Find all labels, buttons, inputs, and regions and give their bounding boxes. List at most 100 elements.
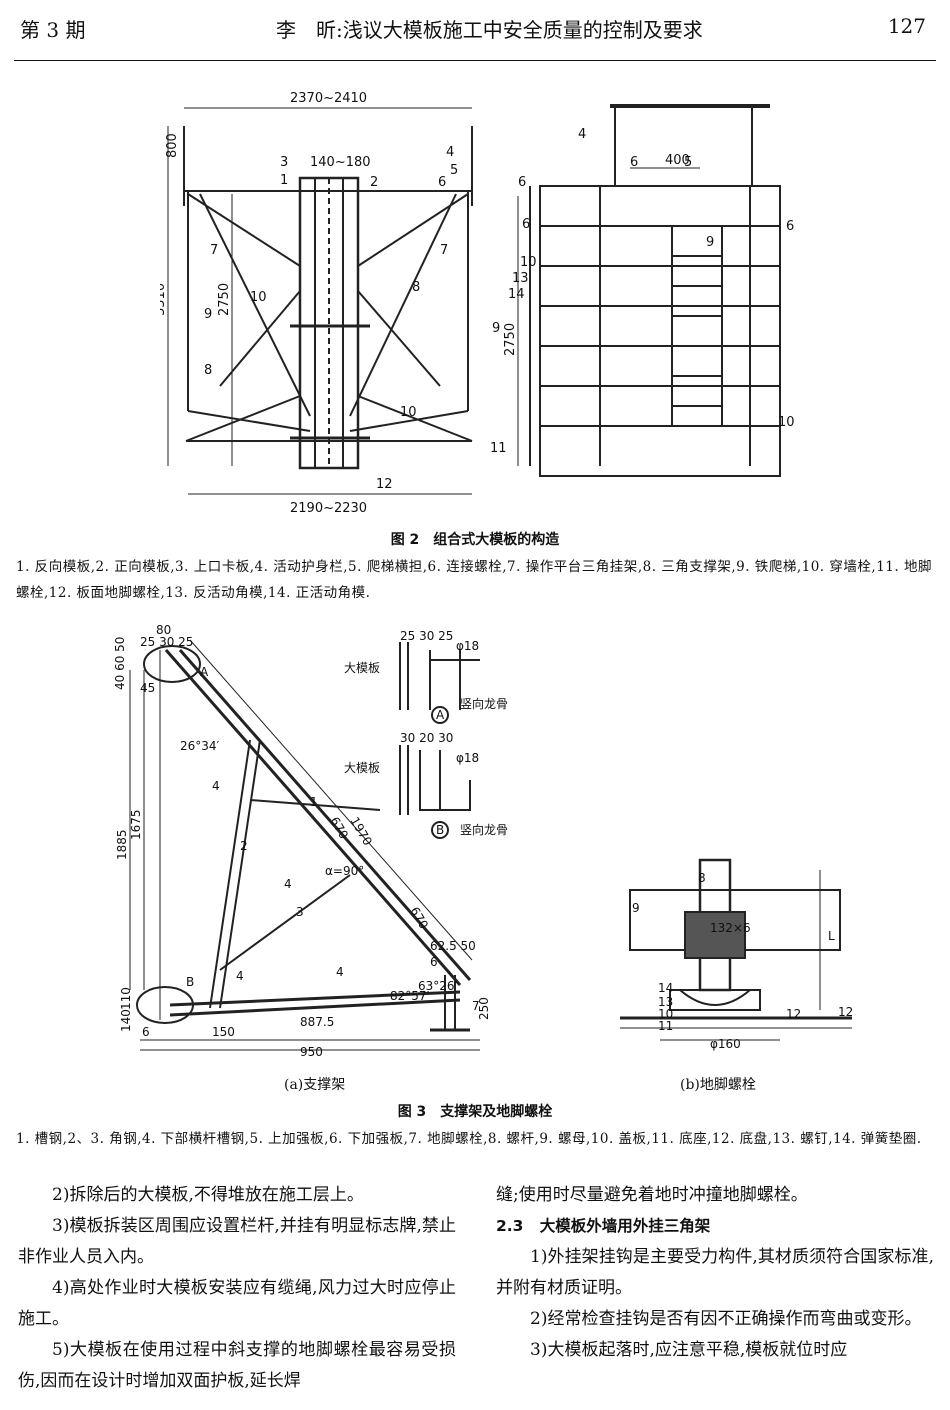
svg-text:45: 45 (140, 681, 155, 695)
paragraph-continuation: 缝;使用时尽量避免着地时冲撞地脚螺栓。 (496, 1185, 808, 1205)
figure-2-title: 图 2 组合式大模板的构造 (390, 532, 560, 548)
svg-text:5: 5 (450, 163, 458, 178)
svg-text:250: 250 (477, 997, 491, 1020)
svg-text:6: 6 (786, 219, 794, 234)
svg-text:9: 9 (706, 235, 714, 250)
svg-text:10: 10 (778, 415, 795, 430)
figure-3b-caption: (b)地脚螺栓 (680, 1077, 756, 1093)
svg-text:1885: 1885 (115, 829, 129, 860)
svg-text:13: 13 (658, 995, 673, 1009)
svg-text:4: 4 (578, 127, 586, 142)
figure-2-drawing: 2370~2410 140~180 400 2190~2230 800 3510… (153, 86, 800, 516)
svg-text:A: A (200, 665, 209, 679)
journal-issue: 第 3 期 (20, 18, 86, 42)
svg-text:150: 150 (212, 1025, 235, 1039)
figure-3-svg: 80 25 30 25 40 60 50 45 1885 1675 26°34′… (113, 623, 853, 1059)
svg-text:7: 7 (210, 243, 218, 258)
svg-text:30 20 30: 30 20 30 (400, 731, 453, 745)
svg-text:6: 6 (142, 1025, 150, 1039)
running-title: 李 昕:浅议大模板施工中安全质量的控制及要求 (276, 18, 703, 42)
svg-text:2190~2230: 2190~2230 (290, 501, 367, 516)
svg-text:6: 6 (630, 155, 638, 170)
svg-text:2750: 2750 (217, 283, 232, 316)
figure-3a-caption: (a)支撑架 (284, 1077, 346, 1093)
svg-text:14: 14 (658, 981, 673, 995)
svg-text:14: 14 (508, 287, 525, 302)
svg-text:40 60 50: 40 60 50 (113, 637, 127, 690)
svg-text:80: 80 (156, 623, 171, 637)
svg-text:13: 13 (512, 271, 529, 286)
svg-text:63°26′: 63°26′ (418, 979, 458, 993)
svg-text:62.5 50: 62.5 50 (430, 939, 476, 953)
svg-text:26°34′: 26°34′ (180, 739, 220, 753)
figure-2-svg: 2370~2410 140~180 400 2190~2230 800 3510… (153, 91, 795, 516)
svg-text:4: 4 (336, 965, 344, 979)
figure-2-legend: 1. 反向模板,2. 正向模板,3. 上口卡板,4. 活动护身栏,5. 爬梯横担… (16, 559, 932, 601)
svg-text:2370~2410: 2370~2410 (290, 91, 367, 106)
svg-text:140: 140 (119, 1009, 133, 1032)
svg-text:2: 2 (370, 175, 378, 190)
svg-text:2750: 2750 (503, 323, 518, 356)
svg-text:L: L (828, 929, 835, 943)
figure-3-legend: 1. 槽钢,2、3. 角钢,4. 下部横杆槽钢,5. 上加强板,6. 下加强板,… (16, 1131, 922, 1147)
header-rule (14, 60, 936, 61)
svg-text:11: 11 (490, 441, 507, 456)
body-left-column: 2)拆除后的大模板,不得堆放在施工层上。 3)模板拆装区周围应设置栏杆,并挂有明… (18, 1180, 456, 1397)
svg-text:B: B (186, 975, 194, 989)
svg-text:1: 1 (280, 173, 288, 188)
svg-text:10: 10 (400, 405, 417, 420)
paragraph: 2)拆除后的大模板,不得堆放在施工层上。 (52, 1185, 364, 1205)
svg-text:4: 4 (446, 145, 454, 160)
svg-text:2: 2 (240, 839, 248, 853)
svg-text:10: 10 (658, 1007, 673, 1021)
svg-text:9: 9 (204, 307, 212, 322)
svg-text:11: 11 (658, 1019, 673, 1033)
svg-text:3510: 3510 (160, 283, 168, 316)
svg-text:9: 9 (492, 321, 500, 336)
svg-text:3: 3 (280, 155, 288, 170)
svg-text:4: 4 (236, 969, 244, 983)
figure-3-dimension-labels: 80 25 30 25 40 60 50 45 1885 1675 26°34′… (113, 623, 853, 1059)
svg-text:140~180: 140~180 (310, 155, 371, 170)
svg-text:φ160: φ160 (710, 1037, 741, 1051)
paragraph: 5)大模板在使用过程中斜支撑的地脚螺栓最容易受损伤,因而在设计时增加双面护板,延… (18, 1340, 456, 1391)
svg-text:82°57′: 82°57′ (390, 989, 430, 1003)
svg-text:110: 110 (119, 987, 133, 1010)
svg-text:φ18: φ18 (456, 751, 479, 765)
svg-text:6: 6 (518, 175, 526, 190)
svg-text:8: 8 (204, 363, 212, 378)
svg-text:竖向龙骨: 竖向龙骨 (460, 822, 508, 837)
page-number: 127 (887, 14, 926, 38)
svg-text:400: 400 (665, 153, 690, 168)
svg-text:800: 800 (165, 133, 180, 158)
svg-text:5: 5 (684, 155, 692, 170)
figure-3-title: 图 3 支撑架及地脚螺栓 (397, 1104, 553, 1120)
section-number: 2.3 (496, 1217, 524, 1235)
paragraph: 1)外挂架挂钩是主要受力构件,其材质须符合国家标准,并附有材质证明。 (496, 1247, 934, 1298)
svg-text:132×6: 132×6 (710, 921, 751, 935)
svg-text:9: 9 (632, 901, 640, 915)
section-title: 大模板外墙用外挂三角架 (539, 1217, 711, 1235)
svg-text:6: 6 (438, 175, 446, 190)
svg-text:1: 1 (310, 795, 318, 809)
svg-text:竖向龙骨: 竖向龙骨 (460, 696, 508, 711)
svg-text:7: 7 (472, 999, 480, 1013)
svg-text:3: 3 (296, 905, 304, 919)
svg-text:6: 6 (430, 955, 438, 969)
svg-text:6: 6 (522, 217, 530, 232)
svg-text:α=90°: α=90° (325, 864, 364, 878)
svg-text:887.5: 887.5 (300, 1015, 334, 1029)
figure-3-drawing: 80 25 30 25 40 60 50 45 1885 1675 26°34′… (100, 620, 853, 1059)
paragraph: 3)大模板起落时,应注意平稳,模板就位时应 (530, 1340, 848, 1360)
svg-text:4: 4 (284, 877, 292, 891)
svg-text:25 30 25: 25 30 25 (400, 629, 453, 643)
svg-text:7: 7 (440, 243, 448, 258)
svg-text:12: 12 (376, 477, 393, 492)
body-right-column: 缝;使用时尽量避免着地时冲撞地脚螺栓。 2.3 大模板外墙用外挂三角架 1)外挂… (496, 1180, 934, 1366)
svg-text:950: 950 (300, 1045, 323, 1056)
svg-text:8: 8 (698, 871, 706, 885)
svg-text:8: 8 (412, 280, 420, 295)
svg-text:4: 4 (212, 779, 220, 793)
